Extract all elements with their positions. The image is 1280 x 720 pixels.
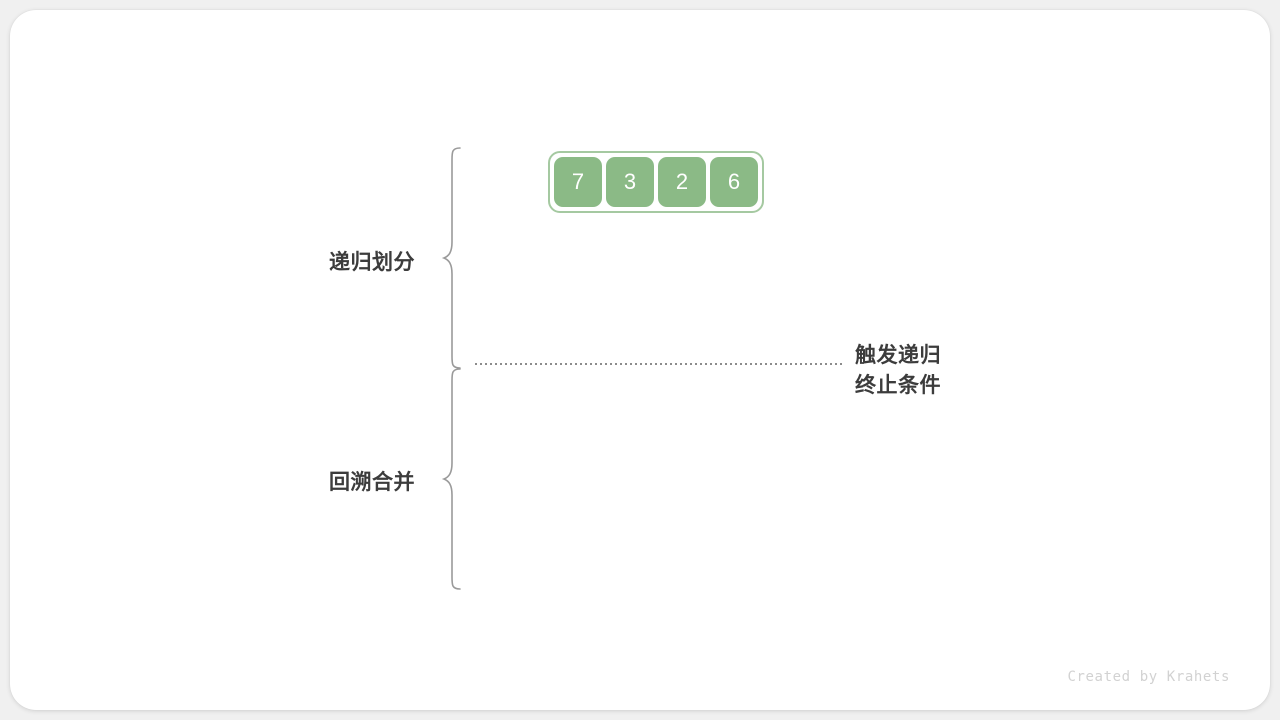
section-label-divide: 递归划分 (329, 251, 415, 274)
array-container: 7 3 2 6 (548, 151, 764, 213)
phase-divider-dotted-line (475, 363, 845, 365)
array-cell[interactable]: 7 (554, 157, 602, 207)
annotation-line-1: 触发递归 (855, 344, 941, 367)
array-cell[interactable]: 6 (710, 157, 758, 207)
brace-divide-icon (440, 146, 464, 375)
diagram-card: 递归划分 回溯合并 7 3 2 6 触发递归 终止条件 (10, 10, 1270, 710)
termination-condition-annotation: 触发递归 终止条件 (855, 341, 941, 401)
brace-merge-icon (440, 366, 464, 597)
credit-text: Created by Krahets (1067, 669, 1230, 685)
annotation-line-2: 终止条件 (855, 374, 941, 397)
array-cell[interactable]: 3 (606, 157, 654, 207)
section-label-merge: 回溯合并 (329, 471, 415, 494)
array-cell[interactable]: 2 (658, 157, 706, 207)
